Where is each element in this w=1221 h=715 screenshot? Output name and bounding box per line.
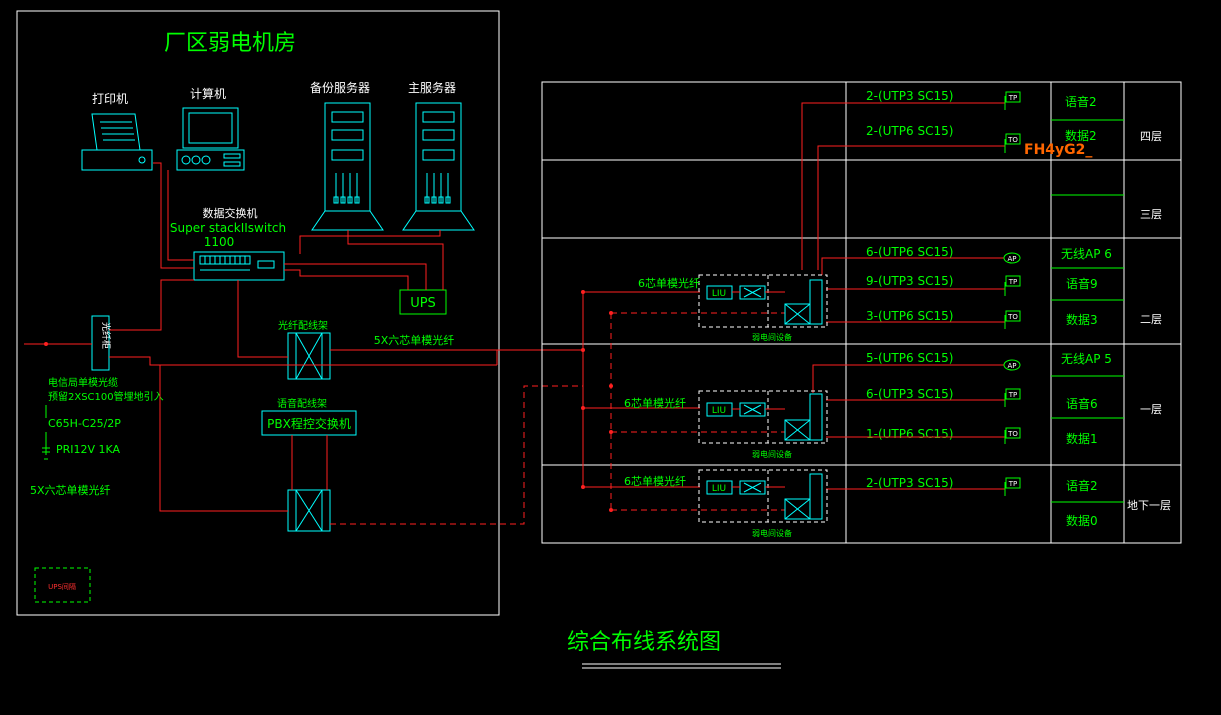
feed-node — [44, 342, 48, 346]
telecom-cabinet-b1 — [698, 469, 828, 523]
outlet-label-2b: 语音9 — [1066, 276, 1098, 291]
cable-label-1c: 1-(UTP6 SC15) — [866, 427, 953, 441]
fiber-label-b1: 6芯单模光纤 — [624, 474, 686, 488]
trunk-fiber-label: 5X六芯单模光纤 — [374, 333, 455, 347]
floor-label-3: 三层 — [1140, 208, 1162, 221]
main-server-label: 主服务器 — [408, 80, 456, 95]
outlet-label-b1b: 数据0 — [1066, 513, 1098, 528]
fiber-rack-label: 光纤配线架 — [278, 319, 328, 332]
main-server-icon — [402, 102, 475, 231]
backbone-nodes — [581, 290, 613, 512]
backup-server-icon — [311, 102, 384, 231]
switch-model-number: 1100 — [204, 235, 235, 249]
computer-icon — [176, 107, 245, 171]
fiber-label-1f: 6芯单模光纤 — [624, 396, 686, 410]
cable-label-4b: 2-(UTP6 SC15) — [866, 124, 953, 138]
voice-backbone — [610, 312, 785, 511]
jack-2a: AP — [1007, 255, 1016, 263]
conduit-label: 预留2XSC100管埋地引入 — [48, 390, 164, 403]
machine-room-cabling — [24, 162, 583, 512]
fiber-backbone — [582, 291, 700, 488]
outlet-label-2a: 无线AP 6 — [1061, 247, 1112, 261]
cable-label-2a: 6-(UTP6 SC15) — [866, 245, 953, 259]
outlet-label-dividers — [1051, 119, 1124, 503]
cabinet-label-b1: 弱电间设备 — [752, 528, 792, 538]
liu-label-2f: LIU — [712, 289, 726, 299]
ground-icon — [42, 405, 50, 460]
pbx-label: PBX程控交换机 — [267, 416, 351, 431]
jack-b1a: TP — [1008, 480, 1018, 488]
ups-box — [399, 289, 447, 315]
cabinet-label-1f: 弱电间设备 — [752, 449, 792, 459]
jack-4a: TP — [1008, 94, 1018, 102]
machine-room-frame — [16, 10, 500, 616]
voice-rack-icon — [287, 489, 331, 532]
cable-label-2c: 3-(UTP6 SC15) — [866, 309, 953, 323]
voice-trunk-dashed — [330, 385, 583, 525]
telecom-cabinet-2f — [698, 274, 828, 328]
stray-annotation: FH4yG2_ — [1024, 142, 1092, 158]
jack-1b: TP — [1008, 391, 1018, 399]
telecom-cabinet-1f — [698, 390, 828, 444]
floor-label-4: 四层 — [1140, 130, 1162, 143]
breaker-label: C65H-C25/2P — [48, 417, 121, 430]
telecom-cable-label: 电信局单模光缆 — [48, 376, 118, 389]
pbx-box — [261, 410, 357, 436]
outlet-label-b1a: 语音2 — [1066, 478, 1098, 493]
floor-dividers — [542, 82, 1181, 543]
switch-model-label: Super stackIIswitch — [170, 221, 286, 235]
cable-label-b1a: 2-(UTP3 SC15) — [866, 476, 953, 490]
ups-room-box — [34, 567, 91, 603]
jack-4b: TO — [1007, 136, 1018, 144]
ups-label: UPS — [410, 296, 436, 311]
outlet-label-4a: 语音2 — [1065, 94, 1097, 109]
outlet-label-2c: 数据3 — [1066, 312, 1098, 327]
cabinet-label-2f: 弱电间设备 — [752, 332, 792, 342]
liu-label-b1: LIU — [712, 484, 726, 494]
cable-label-2b: 9-(UTP3 SC15) — [866, 274, 953, 288]
jack-symbols — [1003, 91, 1021, 489]
jack-2b: TP — [1008, 278, 1018, 286]
backup-server-label: 备份服务器 — [310, 80, 370, 95]
outlet-label-1b: 语音6 — [1066, 396, 1098, 411]
cable-label-1b: 6-(UTP3 SC15) — [866, 387, 953, 401]
data-switch-icon — [193, 251, 285, 281]
floor-label-1: 一层 — [1140, 403, 1162, 416]
voice-rack-label: 语音配线架 — [277, 397, 327, 410]
jack-1c: TO — [1007, 430, 1018, 438]
surge-label: PRI12V 1KA — [56, 443, 121, 456]
printer-icon — [81, 113, 153, 171]
fiber-cabinet-icon — [91, 315, 110, 371]
printer-label: 打印机 — [92, 92, 128, 106]
outlet-label-1c: 数据1 — [1066, 431, 1098, 446]
riser-frame — [541, 81, 1182, 544]
outlet-label-4b: 数据2 — [1065, 128, 1097, 143]
floor-label-b1: 地下一层 — [1127, 499, 1171, 512]
outlet-label-1a: 无线AP 5 — [1061, 352, 1112, 366]
ups-room-label: UPS间隔 — [48, 582, 76, 591]
jack-2c: TO — [1007, 313, 1018, 321]
data-switch-label: 数据交换机 — [203, 206, 258, 220]
fiber-rack-icon — [287, 332, 331, 380]
diagram-title: 综合布线系统图 — [567, 630, 721, 655]
jack-1a: AP — [1007, 362, 1016, 370]
computer-label: 计算机 — [190, 86, 226, 101]
floor-label-2: 二层 — [1140, 313, 1162, 326]
cable-label-1a: 5-(UTP6 SC15) — [866, 351, 953, 365]
cable-label-4a: 2-(UTP3 SC15) — [866, 89, 953, 103]
horizontal-cables — [801, 102, 1005, 490]
liu-label-1f: LIU — [712, 406, 726, 416]
fiber-label-2f: 6芯单模光纤 — [638, 276, 700, 290]
left-fiber-label: 5X六芯单模光纤 — [30, 483, 111, 497]
machine-room-title: 厂区弱电机房 — [164, 31, 296, 56]
fiber-cabinet-label: 光纤柜 — [100, 322, 112, 349]
